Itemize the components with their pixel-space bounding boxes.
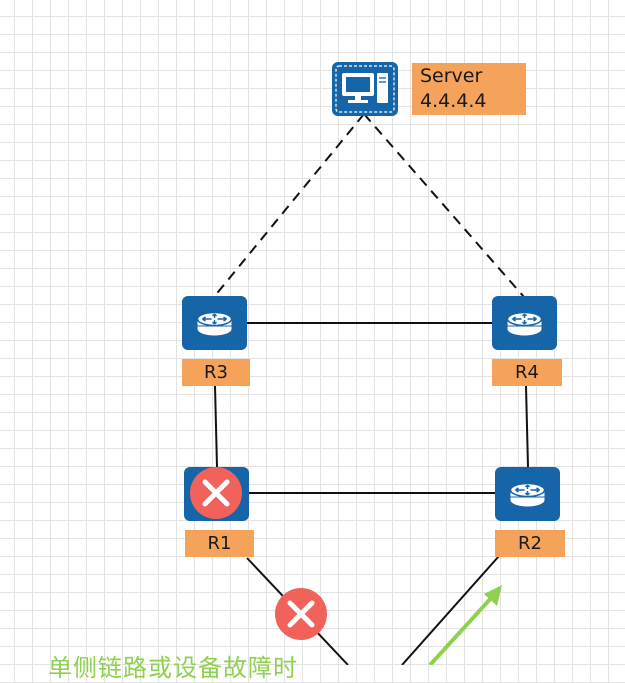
router-label-r4: R4 [492,359,562,386]
router-icon [506,311,543,337]
link-server-r4 [363,113,525,298]
server-label: Server 4.4.4.4 [412,63,526,115]
router-label-r1: R1 [185,530,254,557]
router-r1[interactable] [184,467,249,521]
fault-x-icon [190,467,242,519]
traffic-arrow-icon [428,585,502,665]
link-r4-r2 [525,385,529,468]
router-r2[interactable] [495,467,560,521]
router-r4[interactable] [492,296,557,350]
router-icon [509,482,546,508]
desktop-computer-icon [342,73,388,103]
router-icon [196,311,233,337]
link-r3-r1 [214,385,218,468]
server-device[interactable] [332,62,398,116]
network-topology-diagram [182,62,560,665]
caption-text: 单侧链路或设备故障时 [48,654,298,682]
link-r2-down [401,555,500,665]
server-name: Server [420,65,483,87]
router-r3[interactable] [182,296,247,350]
router-label-r3: R3 [182,359,250,386]
link-fault-x-icon [275,588,327,640]
router-label-r2: R2 [495,530,565,557]
server-ip: 4.4.4.4 [420,90,487,112]
link-server-r3 [213,113,365,298]
